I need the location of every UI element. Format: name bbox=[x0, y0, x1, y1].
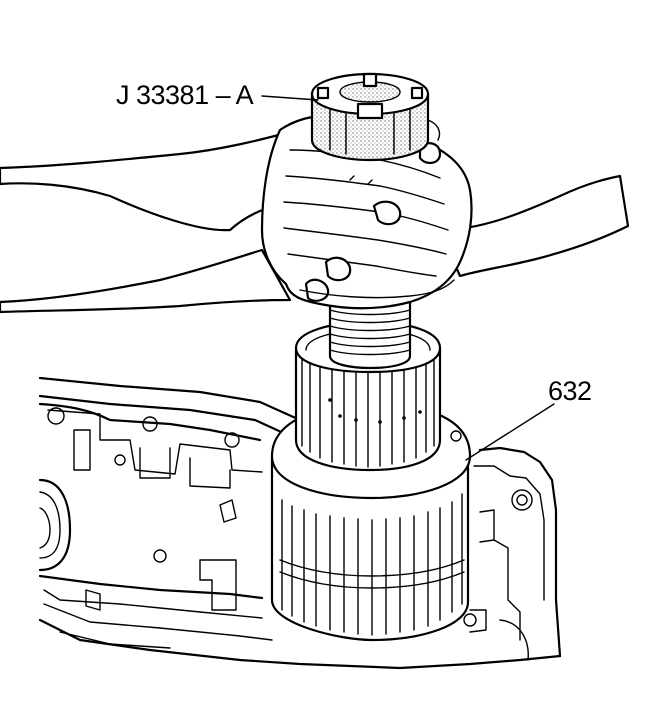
clutch-housing-632 bbox=[270, 298, 472, 642]
leader-line-tool bbox=[261, 95, 319, 101]
arms bbox=[0, 130, 630, 314]
callout-part-number: 632 bbox=[548, 376, 592, 406]
leader-line-632 bbox=[465, 403, 555, 461]
hands bbox=[260, 114, 473, 310]
transmission-case bbox=[38, 376, 562, 670]
callout-tool-number: J 33381 – A bbox=[116, 80, 254, 110]
tool-j33381a bbox=[310, 72, 441, 162]
